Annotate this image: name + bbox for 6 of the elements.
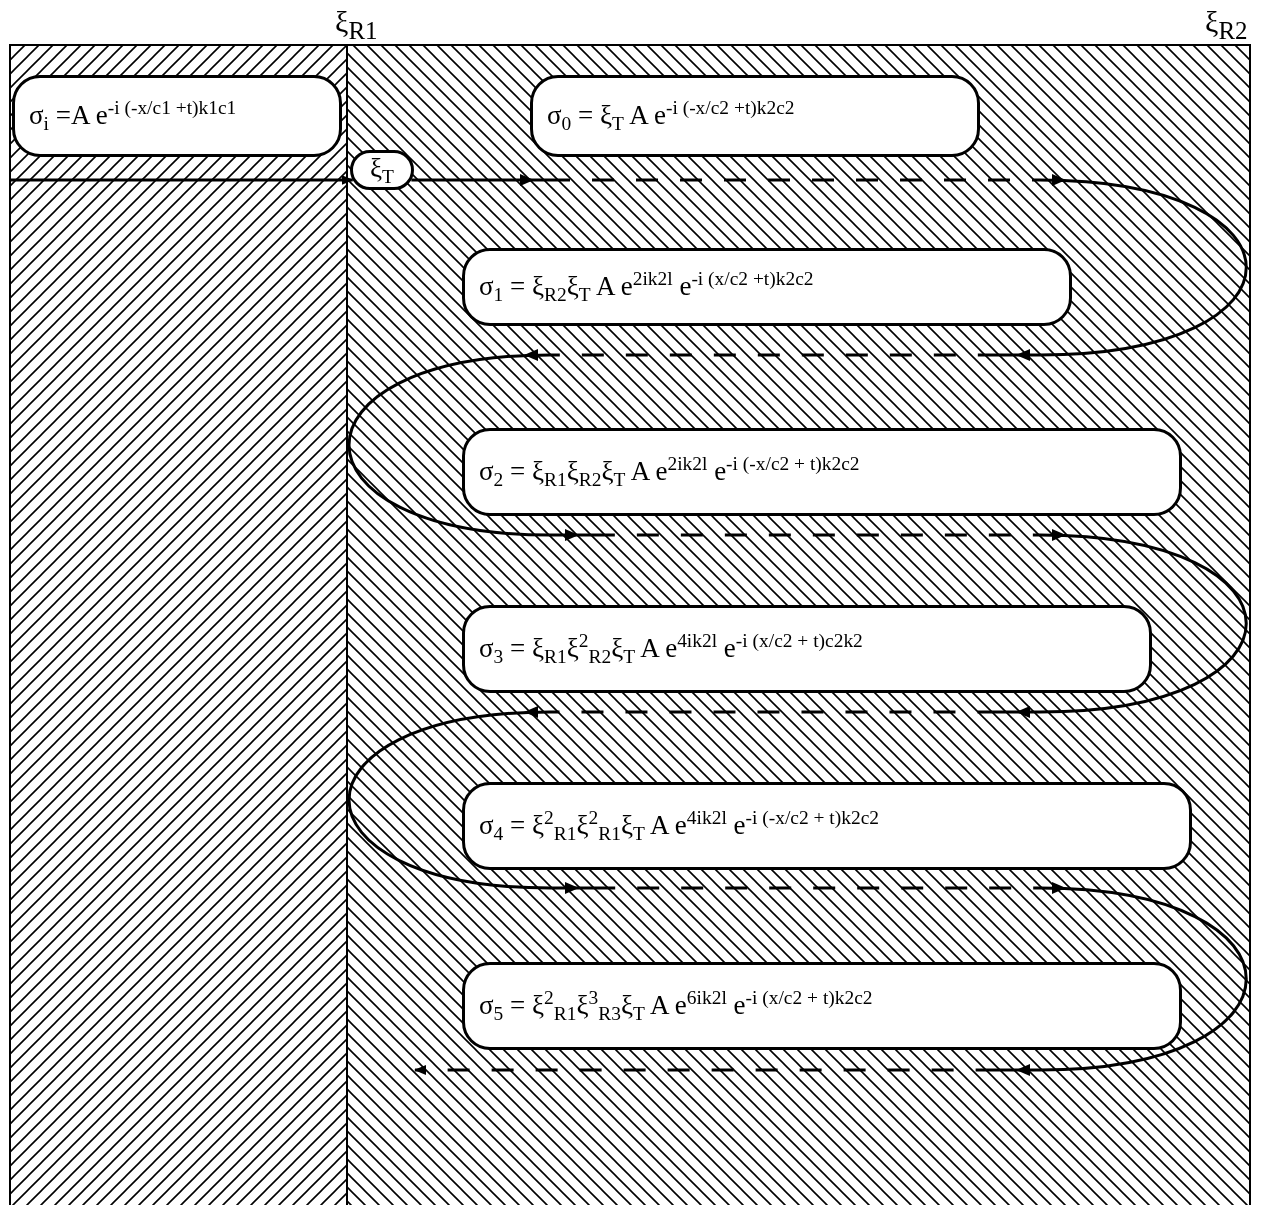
formula-text: σ$_{0}$ = ξ$_{T}$ A e$^{-i (-x/c2 +t)k2c2}$	[547, 96, 795, 136]
formula-box	[530, 75, 980, 157]
boundary-label: ξ$_{R2}$	[1205, 5, 1248, 45]
boundary-label: ξ$_{R1}$	[335, 5, 378, 45]
formula-text: σ$_{i}$ =A e$^{-i (-x/c1 +t)k1c1}$	[29, 96, 237, 136]
formula-box	[12, 75, 342, 157]
